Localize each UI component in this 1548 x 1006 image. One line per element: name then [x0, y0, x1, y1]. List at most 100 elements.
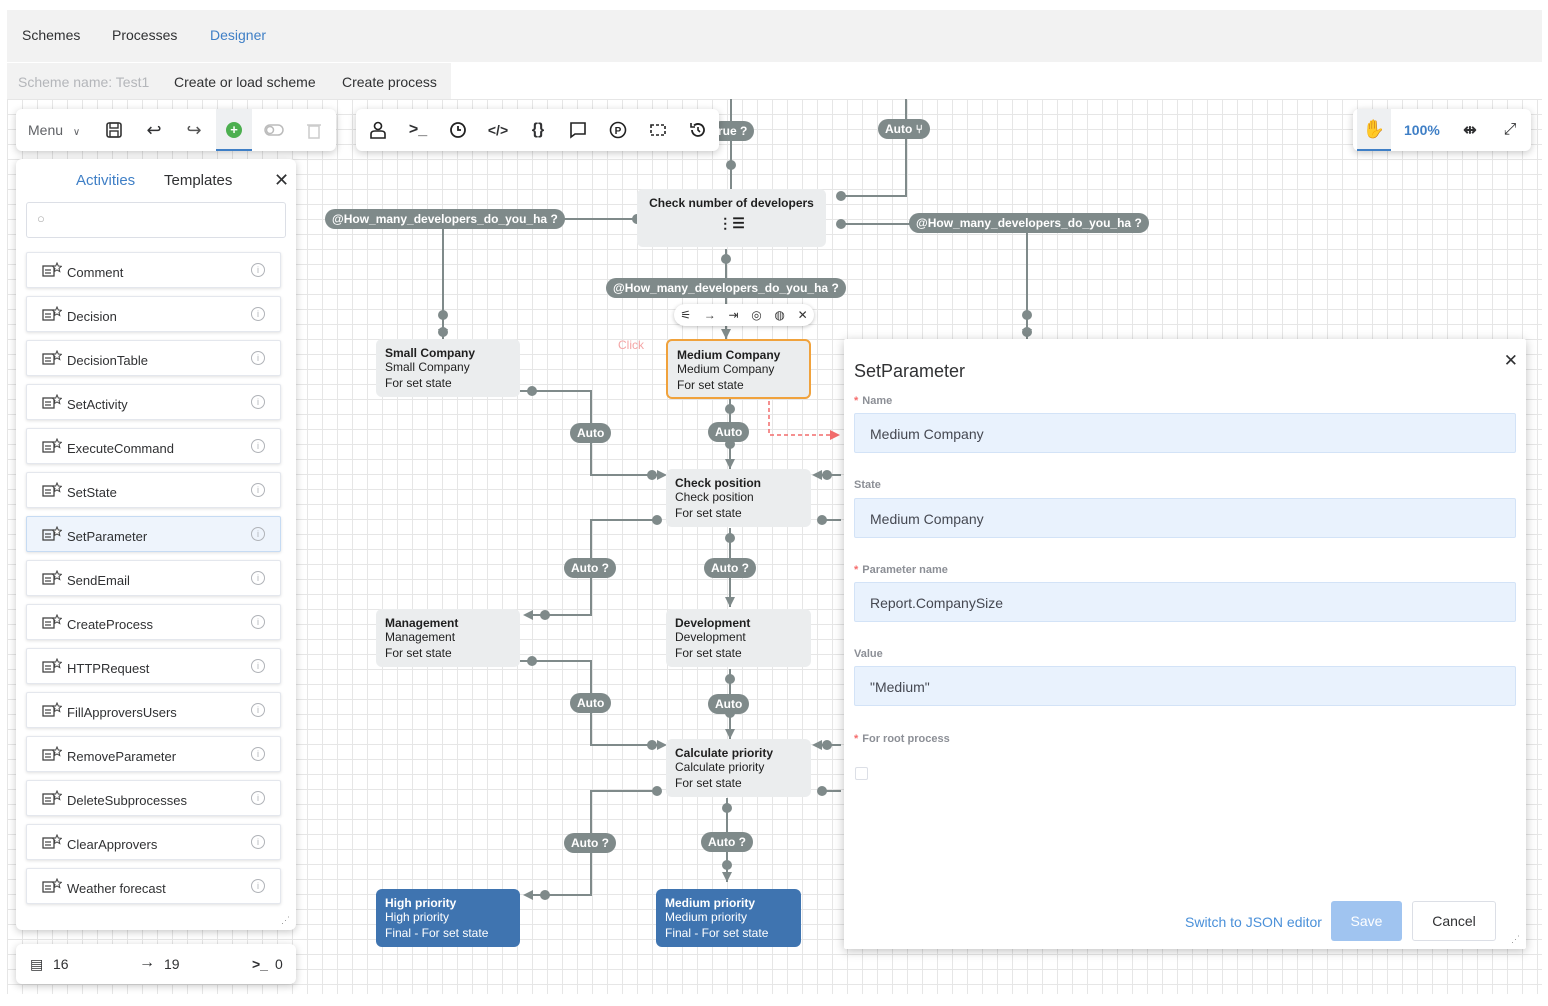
info-icon[interactable]: i	[251, 307, 265, 321]
info-icon[interactable]: i	[251, 395, 265, 409]
nav-processes[interactable]: Processes	[112, 27, 178, 43]
save-button[interactable]: Save	[1331, 901, 1402, 941]
comment-icon[interactable]	[567, 119, 589, 141]
parameter-name-field[interactable]: Report.CompanySize	[854, 582, 1516, 622]
auto-q-pill[interactable]: Auto ?	[564, 833, 616, 853]
info-icon[interactable]: i	[251, 571, 265, 585]
activity-check-developers[interactable]: Check number of developers ⋮☰	[637, 189, 826, 247]
info-icon[interactable]: i	[251, 747, 265, 761]
activity-item[interactable]: DeleteSubprocesses i	[26, 780, 281, 816]
auto-pill[interactable]: Auto	[570, 693, 612, 713]
auto-q-pill[interactable]: Auto ?	[701, 832, 753, 852]
auto-q-pill[interactable]: Auto ?	[564, 558, 616, 578]
auto-pill[interactable]: Auto	[708, 694, 750, 714]
info-icon[interactable]: i	[251, 791, 265, 805]
tab-templates[interactable]: Templates	[164, 172, 233, 189]
nav-schemes[interactable]: Schemes	[22, 27, 81, 43]
switch-json-editor-link[interactable]: Switch to JSON editor	[1185, 914, 1322, 930]
close-icon[interactable]: ✕	[274, 170, 290, 190]
condition-pill-right[interactable]: @How_many_developers_do_you_ha ?	[909, 213, 1149, 233]
activity-medium-company[interactable]: Medium Company Medium Company For set st…	[666, 339, 811, 399]
command-icon[interactable]: >_	[408, 121, 428, 138]
undo-icon[interactable]: ↩	[146, 119, 162, 140]
info-icon[interactable]: i	[251, 879, 265, 893]
activity-check-position[interactable]: Check position Check position For set st…	[666, 469, 811, 527]
activity-item-label: DeleteSubprocesses	[67, 793, 187, 808]
info-icon[interactable]: i	[251, 659, 265, 673]
info-icon[interactable]: i	[251, 835, 265, 849]
name-field[interactable]: Medium Company	[854, 413, 1516, 453]
auto-pill[interactable]: Auto	[570, 423, 612, 443]
info-icon[interactable]: i	[251, 351, 265, 365]
trash-icon[interactable]	[303, 119, 325, 141]
history-icon[interactable]	[687, 119, 709, 141]
fullscreen-icon[interactable]: ⤢	[1503, 121, 1517, 138]
activity-high-priority[interactable]: High priority High priority Final - For …	[376, 889, 520, 947]
info-icon[interactable]: i	[251, 703, 265, 717]
create-process[interactable]: Create process	[342, 74, 437, 90]
activity-icon	[42, 833, 63, 850]
save-icon[interactable]	[103, 119, 125, 141]
info-icon[interactable]: i	[251, 263, 265, 277]
cancel-button[interactable]: Cancel	[1412, 901, 1496, 941]
auto-fork-pill[interactable]: Auto ⑂	[878, 119, 930, 139]
activity-development[interactable]: Development Development For set state	[666, 609, 811, 667]
search-input[interactable]: ○	[26, 202, 286, 238]
condition-pill-mid[interactable]: @How_many_developers_do_you_ha ?	[606, 278, 846, 298]
zoom-level[interactable]: 100%	[1404, 122, 1440, 138]
info-icon[interactable]: i	[251, 439, 265, 453]
auto-pill[interactable]: Auto	[708, 422, 750, 442]
toggle-icon[interactable]: ◎	[751, 308, 762, 322]
activity-calculate-priority[interactable]: Calculate priority Calculate priority Fo…	[666, 739, 811, 797]
toggle-icon[interactable]	[263, 119, 285, 141]
tab-activities[interactable]: Activities	[76, 172, 136, 189]
close-icon[interactable]: ✕	[1503, 351, 1518, 370]
activity-medium-priority[interactable]: Medium priority Medium priority Final - …	[656, 889, 801, 947]
close-icon[interactable]: ✕	[797, 308, 808, 322]
activity-management[interactable]: Management Management For set state	[376, 609, 520, 667]
info-icon[interactable]: i	[251, 615, 265, 629]
value-field[interactable]: "Medium"	[854, 666, 1516, 706]
root-process-checkbox[interactable]	[855, 767, 868, 780]
activity-small-company[interactable]: Small Company Small Company For set stat…	[376, 339, 520, 397]
timer-icon[interactable]	[447, 119, 469, 141]
actor-icon[interactable]	[367, 119, 389, 141]
menu-dropdown[interactable]: Menu ∨	[28, 122, 80, 138]
state-field[interactable]: Medium Company	[854, 498, 1516, 538]
redo-icon[interactable]: ↪	[186, 119, 202, 140]
parameter-icon[interactable]: P	[607, 119, 629, 141]
braces-icon[interactable]: {}	[531, 121, 545, 138]
nav-designer[interactable]: Designer	[210, 27, 267, 43]
code-icon[interactable]: </>	[487, 122, 509, 138]
condition-pill-true[interactable]: rue ?	[711, 121, 755, 141]
add-activity-button[interactable]: +	[216, 109, 252, 151]
settings-icon[interactable]: ⚟	[680, 308, 692, 322]
arrow-right-icon[interactable]: →	[703, 308, 716, 322]
condition-pill-left[interactable]: @How_many_developers_do_you_ha ?	[325, 209, 565, 229]
auto-q-pill[interactable]: Auto ?	[704, 558, 756, 578]
resize-handle-icon[interactable]: ⋰	[281, 915, 290, 925]
info-icon[interactable]: i	[251, 527, 265, 541]
fit-width-icon[interactable]: ⇹	[1463, 122, 1477, 139]
palette-icon[interactable]: ◍	[774, 308, 785, 322]
create-or-load-scheme[interactable]: Create or load scheme	[174, 74, 316, 90]
enter-icon[interactable]: ⇥	[728, 308, 739, 322]
resize-handle-icon[interactable]: ⋰	[1511, 934, 1520, 944]
pan-mode-button[interactable]: ✋	[1357, 109, 1391, 151]
info-icon[interactable]: i	[251, 483, 265, 497]
selection-icon[interactable]	[647, 119, 669, 141]
